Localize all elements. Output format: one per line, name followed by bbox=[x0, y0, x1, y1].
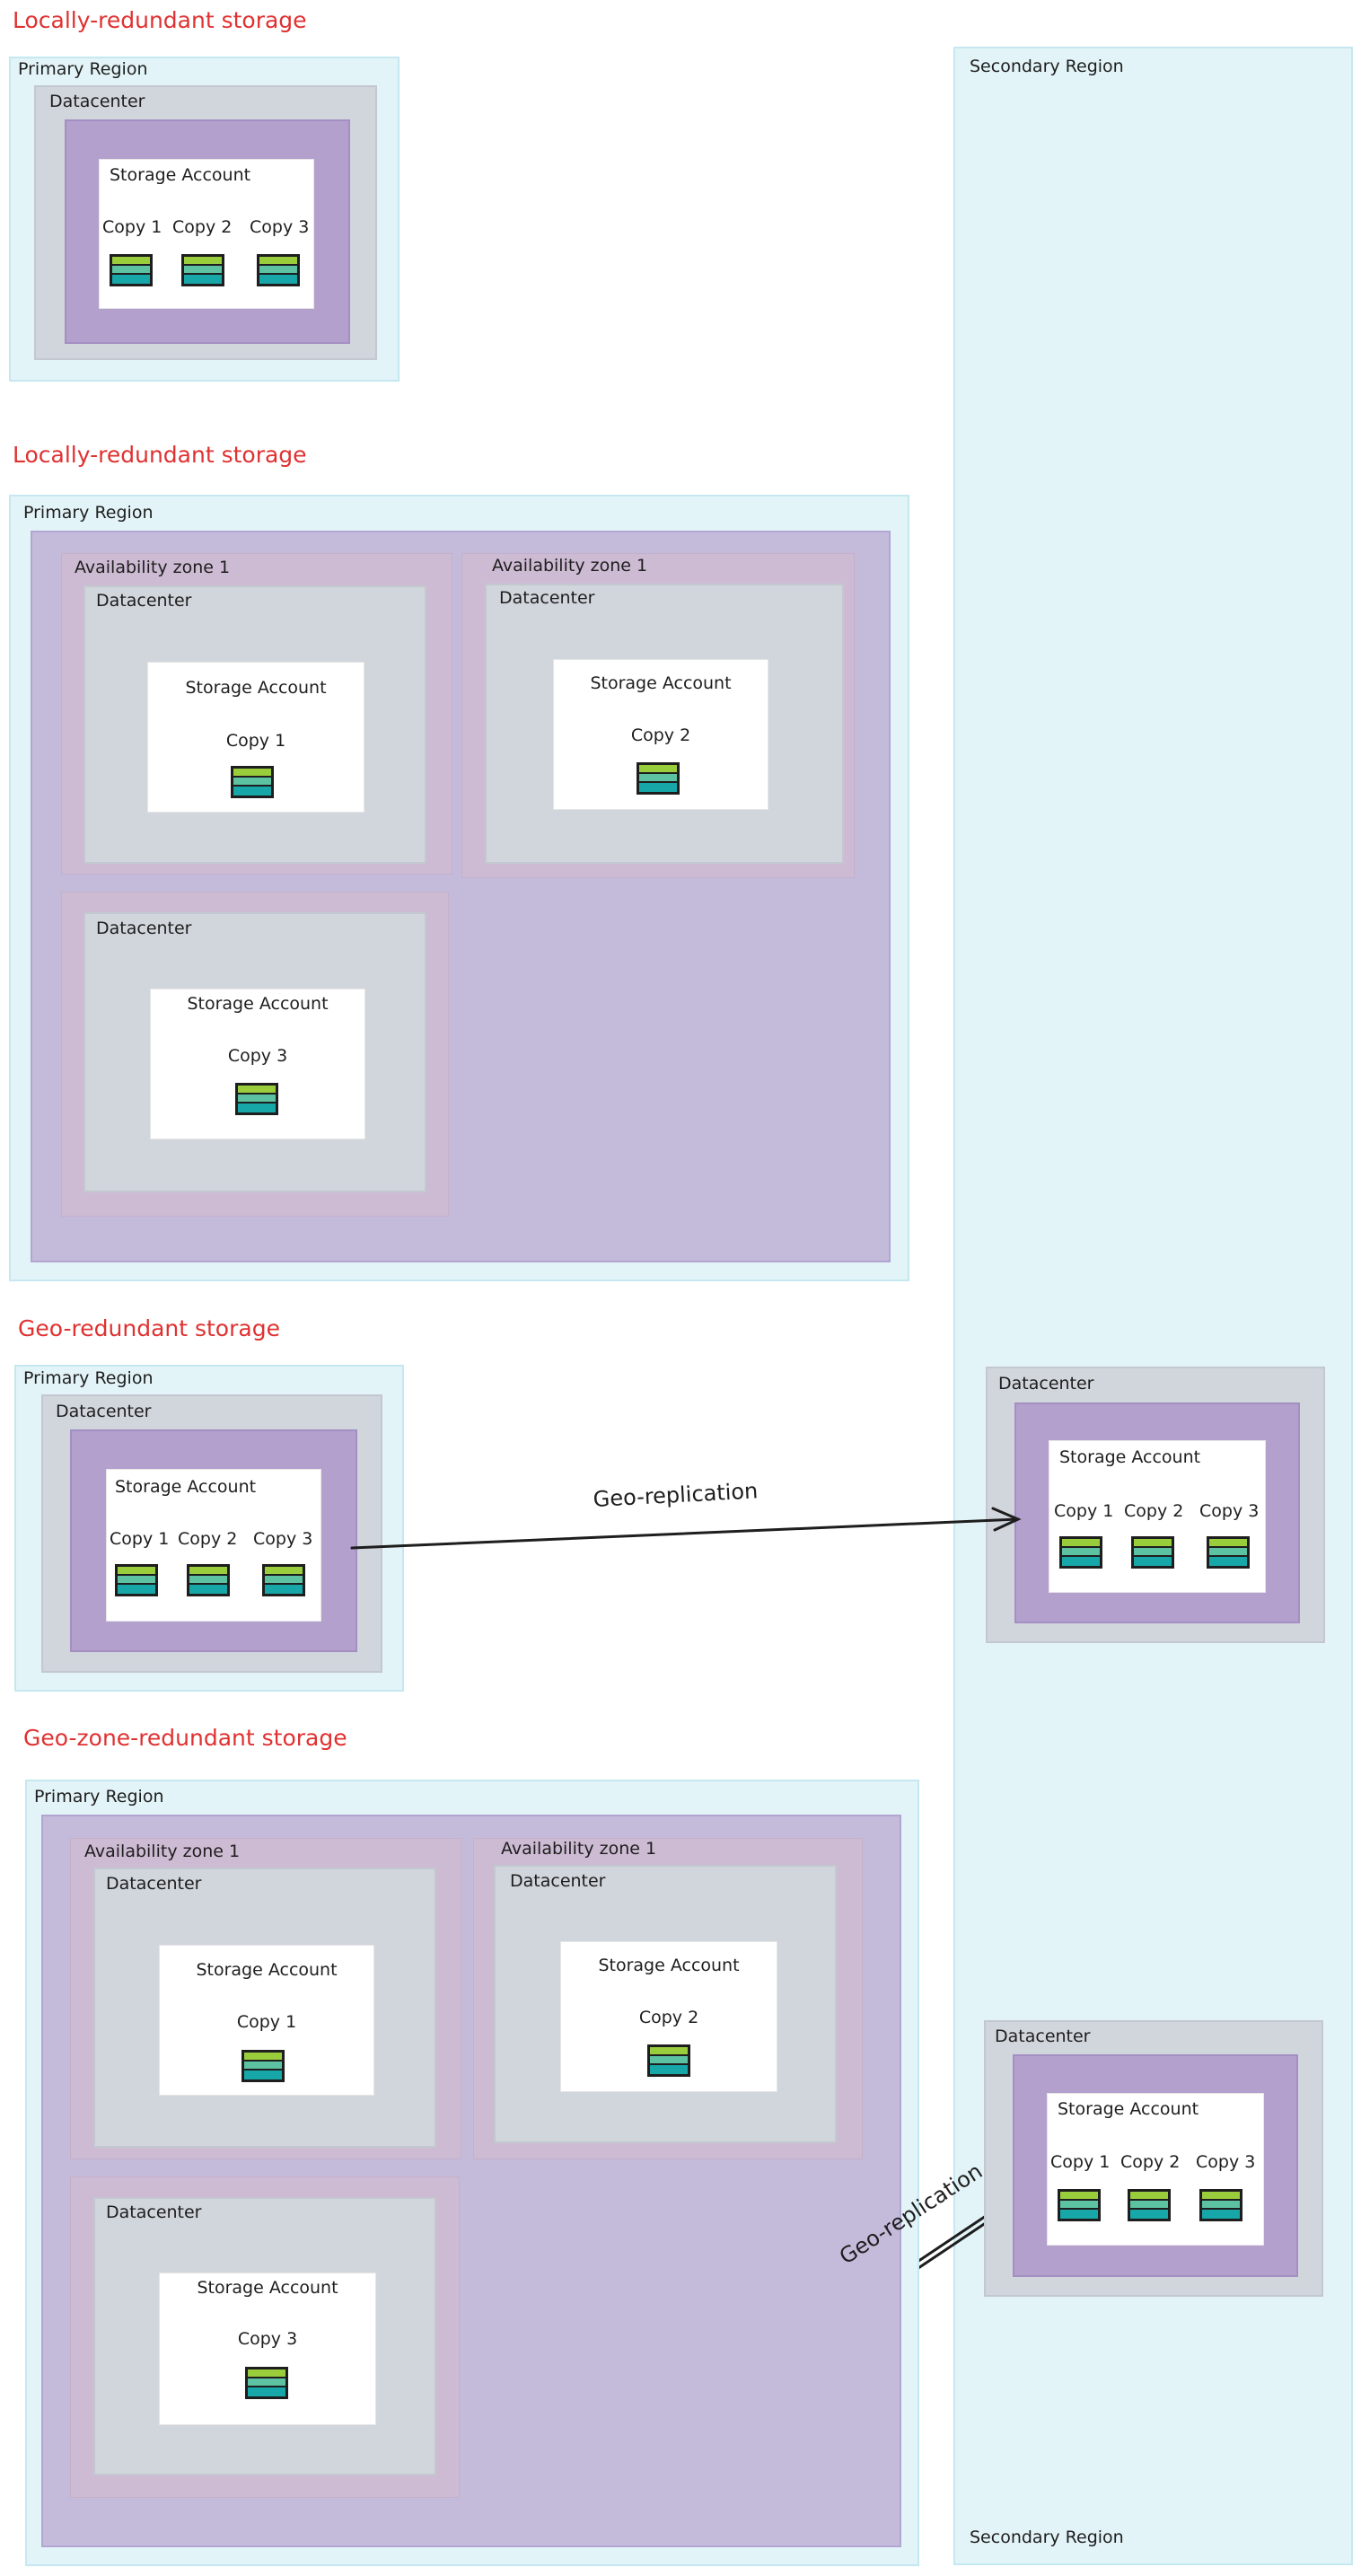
secondary-region-label-top: Secondary Region bbox=[970, 57, 1124, 76]
datacenter-label: Datacenter bbox=[510, 1871, 606, 1891]
copy-1-label: Copy 1 bbox=[1050, 2152, 1111, 2172]
copy-2-label: Copy 2 bbox=[630, 725, 691, 745]
storage-account-label: Storage Account bbox=[590, 673, 732, 693]
datacenter-label: Datacenter bbox=[96, 919, 192, 938]
section-title-grs: Geo-redundant storage bbox=[18, 1315, 280, 1341]
availability-zone-label: Availability zone 1 bbox=[501, 1839, 657, 1859]
copy-3-label: Copy 3 bbox=[1199, 1501, 1260, 1521]
storage-account-label: Storage Account bbox=[598, 1956, 740, 1975]
copy-2-label: Copy 2 bbox=[638, 2008, 699, 2027]
disk-stack-icon bbox=[245, 2367, 288, 2399]
datacenter-label: Datacenter bbox=[499, 588, 595, 608]
disk-stack-icon bbox=[1058, 2189, 1101, 2221]
copy-1-label: Copy 1 bbox=[236, 2012, 297, 2032]
storage-account-label: Storage Account bbox=[110, 165, 251, 185]
disk-stack-icon bbox=[1207, 1536, 1250, 1569]
copy-1-label: Copy 1 bbox=[1054, 1501, 1114, 1521]
availability-zone-label: Availability zone 1 bbox=[75, 558, 231, 577]
datacenter-label: Datacenter bbox=[106, 1874, 202, 1894]
disk-stack-icon bbox=[181, 254, 224, 286]
primary-region-label: Primary Region bbox=[23, 1368, 154, 1388]
storage-account bbox=[159, 2273, 376, 2425]
copy-3-label: Copy 3 bbox=[227, 1046, 288, 1066]
datacenter-label: Datacenter bbox=[106, 2202, 202, 2222]
disk-stack-icon bbox=[1059, 1536, 1102, 1569]
copy-3-label: Copy 3 bbox=[250, 217, 310, 237]
disk-stack-icon bbox=[1131, 1536, 1174, 1569]
storage-account-label: Storage Account bbox=[1058, 2099, 1199, 2119]
storage-account-label: Storage Account bbox=[197, 2278, 338, 2298]
disk-stack-icon bbox=[187, 1564, 230, 1596]
storage-account-label: Storage Account bbox=[185, 678, 327, 698]
storage-account-label: Storage Account bbox=[1059, 1447, 1201, 1467]
disk-stack-icon bbox=[115, 1564, 158, 1596]
section-title-lrs-1: Locally-redundant storage bbox=[13, 7, 307, 33]
datacenter-label: Datacenter bbox=[995, 2027, 1091, 2046]
copy-1-label: Copy 1 bbox=[225, 731, 286, 751]
availability-zone-label: Availability zone 1 bbox=[492, 556, 648, 576]
copy-2-label: Copy 2 bbox=[1120, 2152, 1181, 2172]
availability-zone-label: Availability zone 1 bbox=[84, 1842, 241, 1861]
copy-3-label: Copy 3 bbox=[1196, 2152, 1256, 2172]
storage-account-label: Storage Account bbox=[196, 1960, 338, 1980]
copy-2-label: Copy 2 bbox=[178, 1529, 238, 1549]
secondary-region-label-bottom: Secondary Region bbox=[970, 2528, 1124, 2547]
copy-3-label: Copy 3 bbox=[253, 1529, 313, 1549]
copy-1-label: Copy 1 bbox=[102, 217, 162, 237]
disk-stack-icon bbox=[262, 1564, 305, 1596]
copy-1-label: Copy 1 bbox=[110, 1529, 170, 1549]
storage-account-label: Storage Account bbox=[187, 994, 329, 1014]
disk-stack-icon bbox=[1199, 2189, 1242, 2221]
disk-stack-icon bbox=[110, 254, 153, 286]
disk-stack-icon bbox=[1128, 2189, 1171, 2221]
copy-2-label: Copy 2 bbox=[1124, 1501, 1184, 1521]
datacenter-label: Datacenter bbox=[96, 591, 192, 611]
copy-3-label: Copy 3 bbox=[237, 2329, 298, 2349]
primary-region-label: Primary Region bbox=[23, 503, 154, 523]
disk-stack-icon bbox=[231, 766, 274, 798]
disk-stack-icon bbox=[647, 2044, 690, 2077]
datacenter-label: Datacenter bbox=[49, 92, 145, 111]
storage-account-label: Storage Account bbox=[115, 1477, 257, 1497]
primary-region-label: Primary Region bbox=[34, 1787, 164, 1807]
arrow-right-icon bbox=[350, 1517, 1020, 1550]
primary-region-label: Primary Region bbox=[18, 59, 148, 79]
datacenter-label: Datacenter bbox=[56, 1402, 152, 1421]
section-title-gzrs: Geo-zone-redundant storage bbox=[23, 1725, 347, 1751]
section-title-lrs-2: Locally-redundant storage bbox=[13, 442, 307, 468]
datacenter-label: Datacenter bbox=[998, 1374, 1094, 1394]
disk-stack-icon bbox=[241, 2050, 285, 2082]
copy-2-label: Copy 2 bbox=[172, 217, 233, 237]
disk-stack-icon bbox=[257, 254, 300, 286]
disk-stack-icon bbox=[235, 1083, 278, 1115]
disk-stack-icon bbox=[637, 762, 680, 795]
